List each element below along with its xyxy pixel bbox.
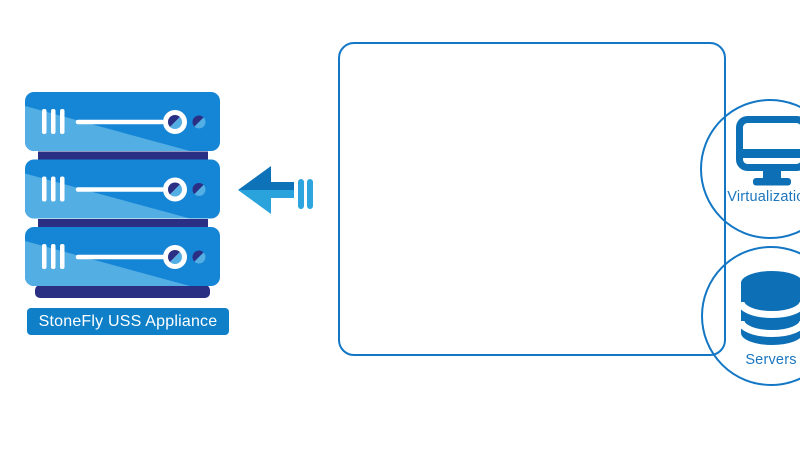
server-stack-icon [25, 92, 220, 298]
appliance-stack [25, 92, 220, 304]
left-arrow-icon [238, 166, 313, 214]
appliance-label: StoneFly USS Appliance [27, 308, 229, 335]
resource-box: Virtualization Storage Systems [338, 42, 800, 386]
resource-circle-virtualization: Virtualization [700, 99, 800, 239]
database-icon [741, 271, 800, 345]
monitor-icon [736, 116, 800, 186]
resource-circle-servers: Servers [701, 246, 800, 386]
resource-label: Servers [745, 352, 797, 368]
resource-label: Virtualization [727, 189, 800, 205]
